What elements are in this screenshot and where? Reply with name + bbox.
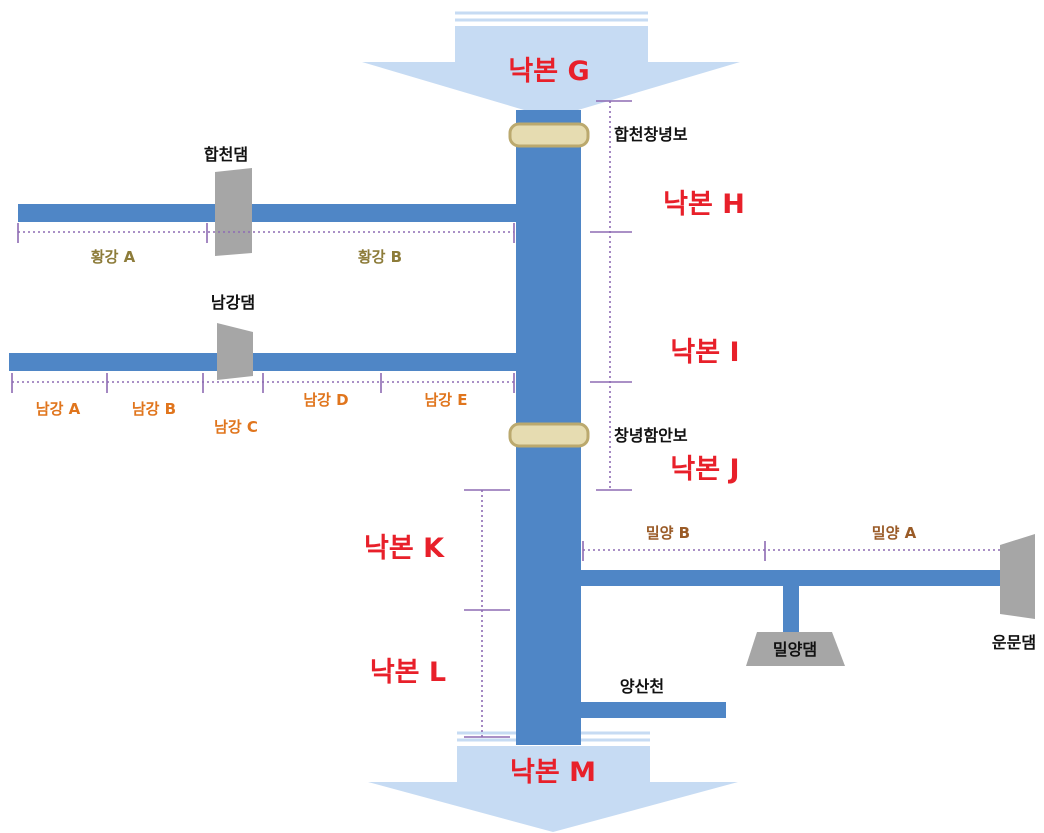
segment-label-nakbon-m: 낙본 M (510, 757, 596, 788)
label-namgang-dam: 남강댐 (211, 293, 255, 312)
label-hapcheon-changnyeong-weir: 합천창녕보 (614, 125, 688, 144)
hapcheon-changnyeong-weir-icon (508, 122, 590, 148)
main-right-divider (590, 100, 632, 491)
label-unmun-dam: 운문댐 (992, 633, 1036, 652)
segment-label-nakbon-l: 낙본 L (370, 657, 446, 688)
inflow-arrow (362, 11, 740, 118)
segment-label-miryang-b: 밀양 B (646, 524, 690, 542)
segment-label-hwanggang-a: 황강 A (91, 248, 136, 266)
miryang-channel (579, 570, 1003, 586)
segment-label-nakbon-j: 낙본 J (670, 454, 739, 485)
segment-label-nakbon-i: 낙본 I (670, 337, 739, 368)
segment-label-nakbon-g: 낙본 G (508, 56, 589, 87)
miryang-divider (582, 541, 1000, 561)
segment-label-namgang-c: 남강 C (214, 418, 258, 436)
namgang-divider (11, 373, 515, 393)
segment-label-nakbon-k: 낙본 K (364, 533, 445, 564)
segment-label-nakbon-h: 낙본 H (663, 189, 745, 220)
yangsancheon-channel (579, 702, 726, 718)
changnyeong-haman-weir-icon (508, 422, 590, 448)
segment-label-miryang-a: 밀양 A (872, 524, 917, 542)
segment-label-namgang-b: 남강 B (132, 400, 176, 418)
miryang-dam-branch (783, 584, 799, 632)
unmun-dam-icon (1000, 534, 1035, 619)
segment-label-hwanggang-b: 황강 B (358, 248, 402, 266)
segment-label-namgang-a: 남강 A (36, 400, 81, 418)
miryang-dam-icon (746, 632, 845, 666)
namgang-channel (9, 353, 518, 371)
main-left-divider (464, 489, 510, 738)
hapcheon-dam-icon (215, 168, 252, 256)
namgang-dam-icon (217, 323, 253, 380)
hwanggang-divider (17, 223, 515, 243)
label-yangsancheon: 양산천 (620, 677, 664, 696)
segment-label-namgang-e: 남강 E (424, 391, 467, 409)
label-changnyeong-haman-weir: 창녕함안보 (614, 426, 688, 445)
segment-label-namgang-d: 남강 D (303, 391, 348, 409)
hwanggang-channel (18, 204, 518, 222)
label-hapcheon-dam: 합천댐 (204, 145, 248, 164)
label-miryang-dam: 밀양댐 (773, 640, 817, 659)
